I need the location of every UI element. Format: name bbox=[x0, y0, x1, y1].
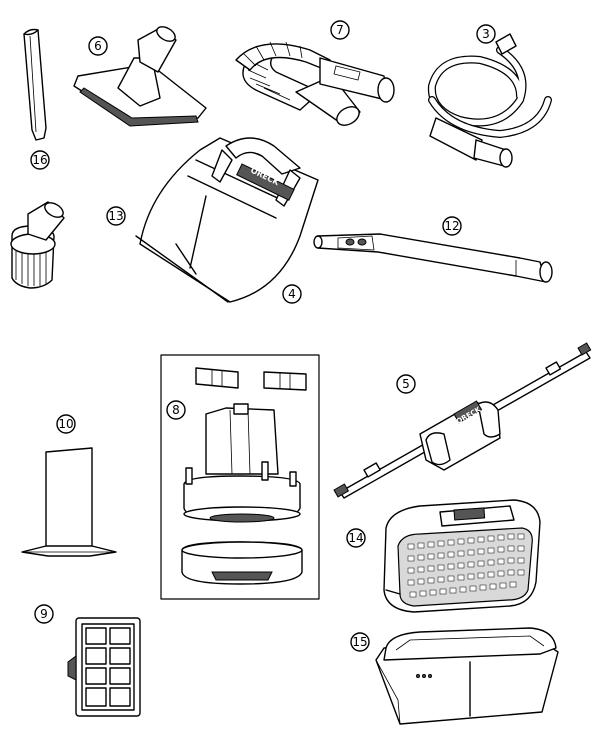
svg-text:8: 8 bbox=[172, 403, 180, 417]
part-8-motor-assembly bbox=[160, 354, 320, 600]
svg-text:3: 3 bbox=[482, 27, 490, 41]
svg-text:15: 15 bbox=[352, 635, 367, 649]
callout-3: 3 bbox=[476, 24, 496, 44]
svg-text:12: 12 bbox=[444, 219, 459, 233]
svg-text:5: 5 bbox=[402, 377, 410, 391]
part-3-long-hose bbox=[427, 33, 552, 168]
callout-13: 13 bbox=[106, 206, 126, 226]
filter-grid-holes bbox=[407, 533, 525, 598]
callout-6: 6 bbox=[88, 36, 108, 56]
part-12-extension-wand bbox=[313, 233, 553, 283]
part-6-floor-tool bbox=[73, 26, 207, 127]
callout-14: 14 bbox=[346, 528, 366, 548]
svg-text:13: 13 bbox=[108, 209, 123, 223]
svg-text:7: 7 bbox=[336, 23, 344, 37]
part-9-hepa-filter bbox=[67, 617, 141, 717]
svg-text:4: 4 bbox=[288, 287, 296, 301]
svg-text:14: 14 bbox=[348, 531, 363, 545]
callout-12: 12 bbox=[442, 216, 462, 236]
part-15-base-tray bbox=[375, 627, 559, 725]
part-16-crevice-tool bbox=[23, 28, 47, 141]
filter-cells bbox=[85, 627, 131, 707]
svg-text:10: 10 bbox=[58, 417, 73, 431]
part-14-filter-housing bbox=[383, 499, 541, 613]
callout-8: 8 bbox=[166, 400, 186, 420]
part-10-filter-panel bbox=[21, 447, 117, 557]
svg-text:9: 9 bbox=[40, 607, 48, 621]
callout-7: 7 bbox=[330, 20, 350, 40]
part-7-short-hose bbox=[235, 41, 395, 126]
callout-5: 5 bbox=[396, 374, 416, 394]
callout-16: 16 bbox=[30, 150, 50, 170]
callout-9: 9 bbox=[34, 604, 54, 624]
callout-15: 15 bbox=[350, 632, 370, 652]
callout-4: 4 bbox=[282, 284, 302, 304]
svg-text:6: 6 bbox=[94, 39, 102, 53]
svg-text:16: 16 bbox=[32, 153, 47, 167]
part-4-accessory-bag: ORECK bbox=[135, 137, 319, 303]
dusting-brush bbox=[10, 201, 65, 289]
callout-10: 10 bbox=[56, 414, 76, 434]
part-5-telescoping-wand: ORECK bbox=[333, 342, 592, 499]
